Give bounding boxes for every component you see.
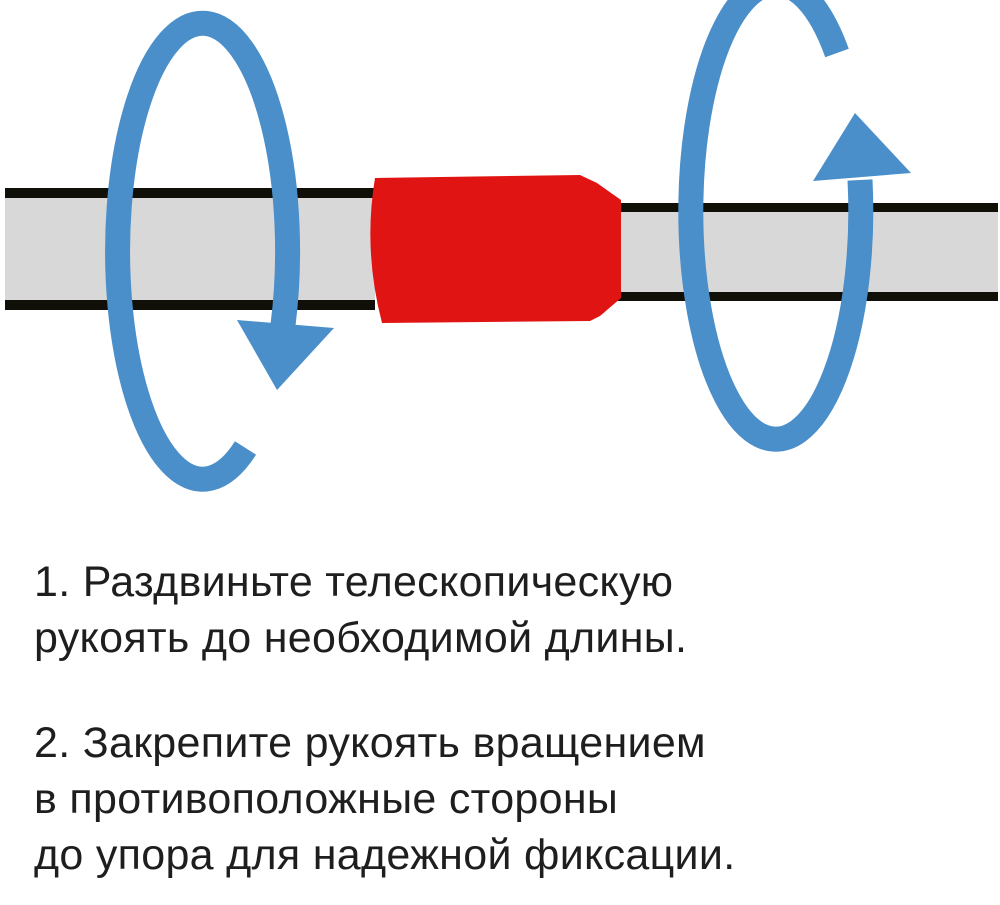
telescopic-handle-diagram xyxy=(5,0,998,492)
step-2-line-2: в противоположные стороны xyxy=(34,775,619,823)
rotate-up-arrow-icon xyxy=(678,0,911,452)
step-2-text: 2. Закрепите рукоять вращением в противо… xyxy=(34,715,735,883)
locking-sleeve xyxy=(370,175,621,323)
left-pipe xyxy=(5,188,375,310)
step-1-text: 1. Раздвиньте телескопическую рукоять до… xyxy=(34,554,687,666)
right-pipe xyxy=(615,203,998,301)
rotate-down-arrow-icon xyxy=(105,10,334,492)
step-1-line-2: рукоять до необходимой длины. xyxy=(34,614,688,662)
step-2-line-1: 2. Закрепите рукоять вращением xyxy=(34,719,706,767)
step-1-line-1: 1. Раздвиньте телескопическую xyxy=(34,558,674,606)
step-2-line-3: до упора для надежной фиксации. xyxy=(34,831,736,879)
